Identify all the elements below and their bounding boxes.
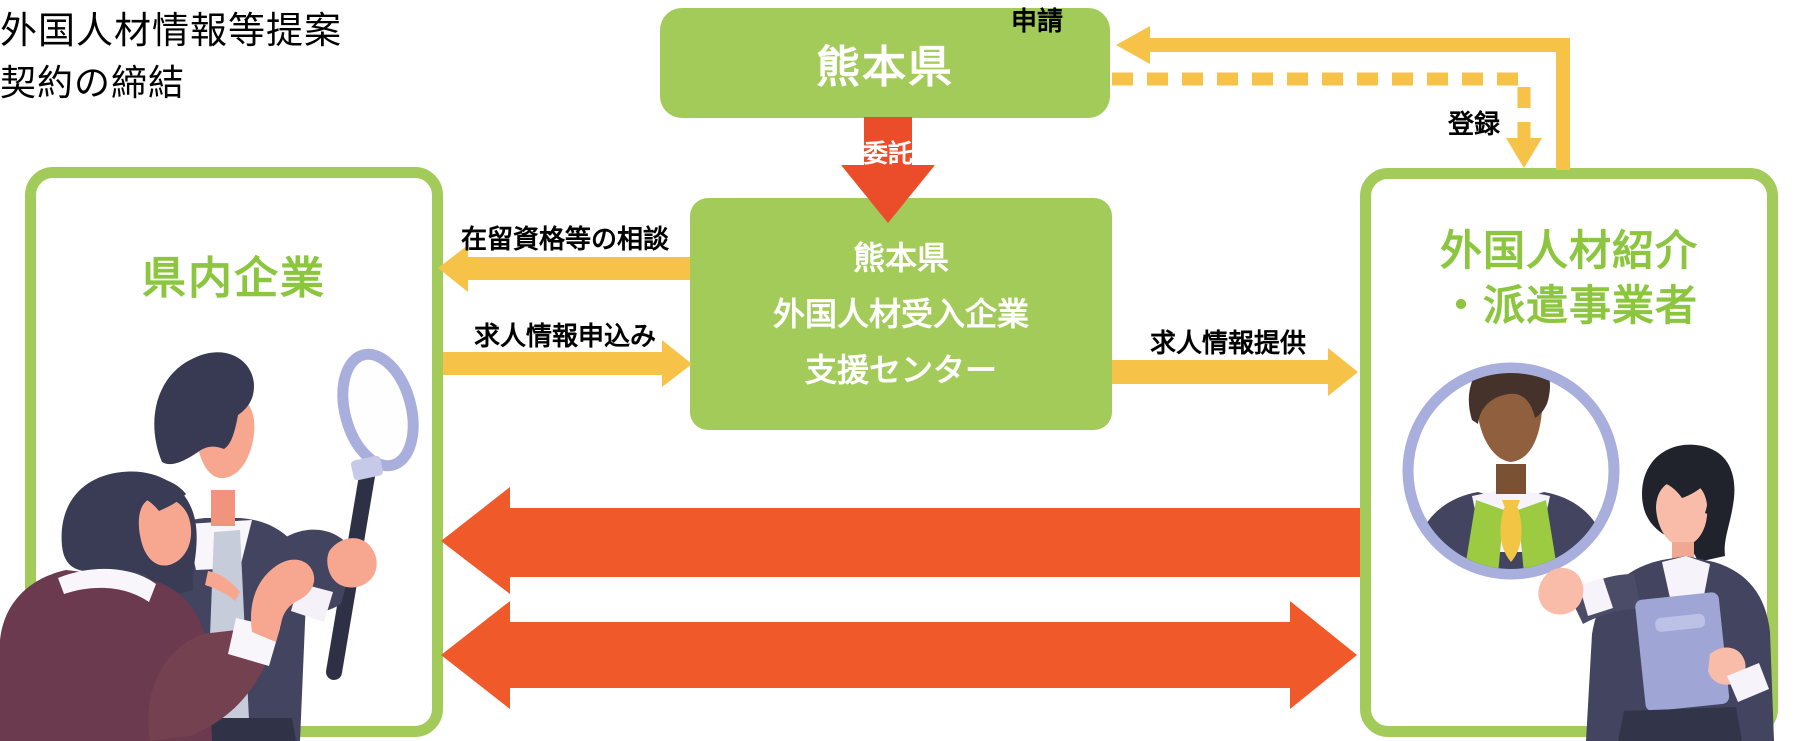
residence-consultation-label: 在留資格等の相談 — [461, 224, 670, 254]
kumamoto-prefecture-box: 熊本県 — [660, 8, 1110, 118]
agencies-title: 外国人材紹介 ・派遣事業者 — [1371, 223, 1767, 334]
local-companies-title: 県内企業 — [142, 254, 326, 303]
job-request-label: 求人情報申込み — [474, 321, 657, 351]
registration-arrow-label: 登録 — [1448, 109, 1501, 139]
registration-arrow — [1112, 72, 1542, 168]
support-center-box: 熊本県 外国人材受入企業 支援センター — [690, 198, 1112, 430]
application-arrow — [1116, 26, 1570, 170]
job-provision-label: 求人情報提供 — [1150, 328, 1307, 358]
job-request-arrow — [443, 340, 692, 387]
support-center-line1: 熊本県 — [852, 240, 949, 276]
application-arrow-label: 申請 — [1011, 6, 1064, 36]
proposal-arrow — [441, 487, 1360, 594]
residence-consultation-arrow — [438, 245, 690, 292]
agencies-title-line2: ・派遣事業者 — [1439, 282, 1698, 330]
consignment-arrow-head — [841, 165, 935, 223]
proposal-arrow-label: 外国人材情報等提案 — [0, 10, 342, 51]
kumamoto-prefecture-title: 熊本県 — [816, 43, 954, 92]
agencies-title-line1: 外国人材紹介 — [1439, 227, 1698, 274]
job-provision-arrow — [1112, 348, 1358, 396]
support-center-line3: 支援センター — [804, 352, 997, 388]
support-center-title: 熊本県 外国人材受入企業 支援センター — [773, 230, 1029, 398]
contract-arrow-label: 契約の締結 — [0, 62, 186, 103]
consignment-arrow-shaft — [864, 117, 912, 167]
consignment-arrow-label: 委託 — [862, 140, 913, 168]
support-center-line2: 外国人材受入企業 — [772, 296, 1029, 332]
contract-arrow — [441, 601, 1357, 709]
